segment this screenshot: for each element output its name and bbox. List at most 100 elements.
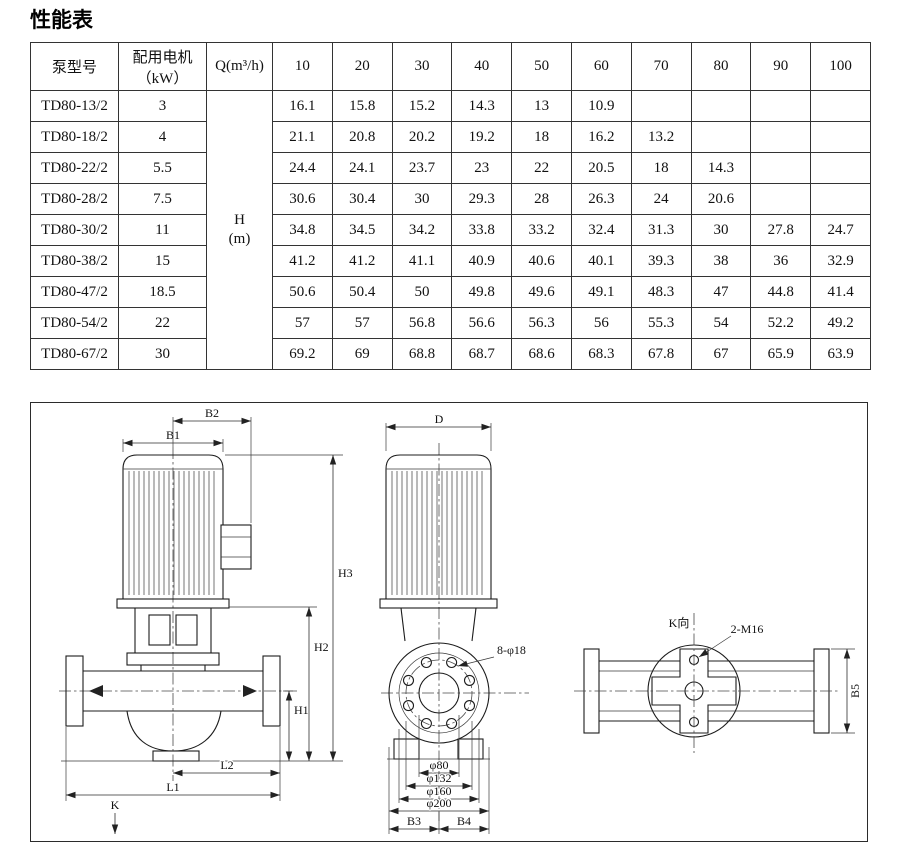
head-value-cell: 31.3	[630, 214, 692, 246]
head-value-cell: 24.4	[272, 152, 333, 184]
head-value-cell: 30	[690, 214, 752, 246]
head-value-cell	[690, 90, 752, 122]
head-value-cell: 69.2	[272, 338, 333, 370]
head-value-cell: 44.8	[750, 276, 812, 308]
side-view: B1 B2 H1 H2	[59, 405, 354, 834]
head-value-cell: 21.1	[272, 121, 333, 153]
head-value-cell: 57	[272, 307, 333, 339]
head-value-cell: 27.8	[750, 214, 812, 246]
head-value-cell: 48.3	[630, 276, 692, 308]
head-value-cell: 30.6	[272, 183, 333, 215]
head-value-cell: 55.3	[630, 307, 692, 339]
head-value-cell: 68.7	[451, 338, 513, 370]
front-motor	[379, 454, 498, 642]
head-value-cell: 34.8	[272, 214, 333, 246]
head-value-cell: 49.8	[451, 276, 513, 308]
header-flow-value: 10	[272, 42, 333, 91]
dim-label-h1: H1	[294, 703, 309, 717]
head-value-cell: 14.3	[690, 152, 752, 184]
head-value-cell: 68.6	[511, 338, 572, 370]
head-value-cell: 33.2	[511, 214, 572, 246]
flow-arrow-left-icon	[89, 685, 103, 697]
head-value-cell: 15.8	[331, 90, 393, 122]
head-value-cell: 68.3	[570, 338, 632, 370]
head-value-cell: 22	[511, 152, 572, 184]
header-motor-power-line1: 配用电机	[132, 49, 193, 66]
motor-fins	[391, 471, 483, 595]
header-flow-value: 70	[630, 42, 692, 91]
dim-label-d: D	[435, 412, 444, 426]
head-value-cell: 16.2	[570, 121, 632, 153]
header-flow-value: 60	[570, 42, 632, 91]
motor-power-cell: 7.5	[118, 183, 207, 215]
head-value-cell: 50	[391, 276, 453, 308]
view-k-arrow: K	[109, 797, 121, 834]
header-motor-power-line2: （kW）	[136, 70, 189, 87]
pump-model-cell: TD80-18/2	[30, 121, 119, 153]
head-value-cell: 40.6	[511, 245, 572, 277]
head-value-cell	[630, 90, 692, 122]
motor-power-cell: 11	[118, 214, 207, 246]
dim-l1: L1	[65, 727, 280, 801]
head-value-cell: 67.8	[630, 338, 692, 370]
head-value-cell: 49.1	[570, 276, 632, 308]
dim-label-m16: 2-M16	[731, 622, 764, 636]
dim-label-l1: L1	[166, 780, 179, 794]
head-value-cell	[750, 152, 812, 184]
head-value-cell	[810, 90, 871, 122]
header-flow-value: 30	[391, 42, 453, 91]
motor-power-cell: 30	[118, 338, 207, 370]
head-value-cell: 29.3	[451, 183, 513, 215]
head-value-cell: 49.6	[511, 276, 572, 308]
head-value-cell	[690, 121, 752, 153]
pump-dimension-svg: B1 B2 H1 H2	[59, 405, 863, 834]
dim-label-k: K	[111, 798, 120, 812]
dim-label-phi80: φ80	[430, 758, 449, 772]
view-k-label: K向	[669, 615, 690, 630]
motor-fins	[128, 471, 215, 595]
front-flange-circles	[388, 642, 490, 744]
front-pump-feet	[387, 738, 490, 760]
motor-power-cell: 18.5	[118, 276, 207, 308]
head-value-cell: 16.1	[272, 90, 333, 122]
motor-power-cell: 4	[118, 121, 207, 153]
head-value-cell: 23.7	[391, 152, 453, 184]
dim-label-phi132: φ132	[427, 771, 452, 785]
dim-label-h3: H3	[338, 566, 353, 580]
head-value-cell	[810, 121, 871, 153]
head-value-cell: 14.3	[451, 90, 513, 122]
header-flow-value: 40	[451, 42, 513, 91]
bolt-hole	[402, 674, 415, 686]
dim-b3: B3	[388, 811, 440, 834]
head-value-cell: 18	[511, 121, 572, 153]
motor-power-cell: 5.5	[118, 152, 207, 184]
dim-h1: H1	[283, 690, 310, 761]
dim-label-phi160: φ160	[427, 784, 452, 798]
bolt-hole	[420, 717, 432, 730]
side-pump-body	[61, 655, 343, 762]
pump-model-cell: TD80-54/2	[30, 307, 119, 339]
dim-label-b4: B4	[457, 814, 471, 828]
head-value-cell: 30	[391, 183, 453, 215]
head-unit-cell: H (m)	[206, 90, 273, 370]
head-value-cell: 63.9	[810, 338, 871, 370]
head-value-cell: 41.1	[391, 245, 453, 277]
dim-d: D	[385, 411, 492, 451]
head-unit-line1: H	[234, 212, 245, 228]
dim-h2: H2	[229, 606, 330, 761]
header-pump-model: 泵型号	[30, 42, 119, 91]
head-value-cell: 20.5	[570, 152, 632, 184]
head-value-cell	[750, 121, 812, 153]
head-value-cell: 57	[331, 307, 393, 339]
header-flow-value: 100	[810, 42, 871, 91]
head-value-cell: 32.4	[570, 214, 632, 246]
front-view: D 8-φ18 φ80 φ132	[379, 411, 529, 834]
dim-label-h2: H2	[314, 640, 329, 654]
pump-model-cell: TD80-22/2	[30, 152, 119, 184]
head-unit-line2: (m)	[228, 231, 251, 247]
head-value-cell: 34.2	[391, 214, 453, 246]
